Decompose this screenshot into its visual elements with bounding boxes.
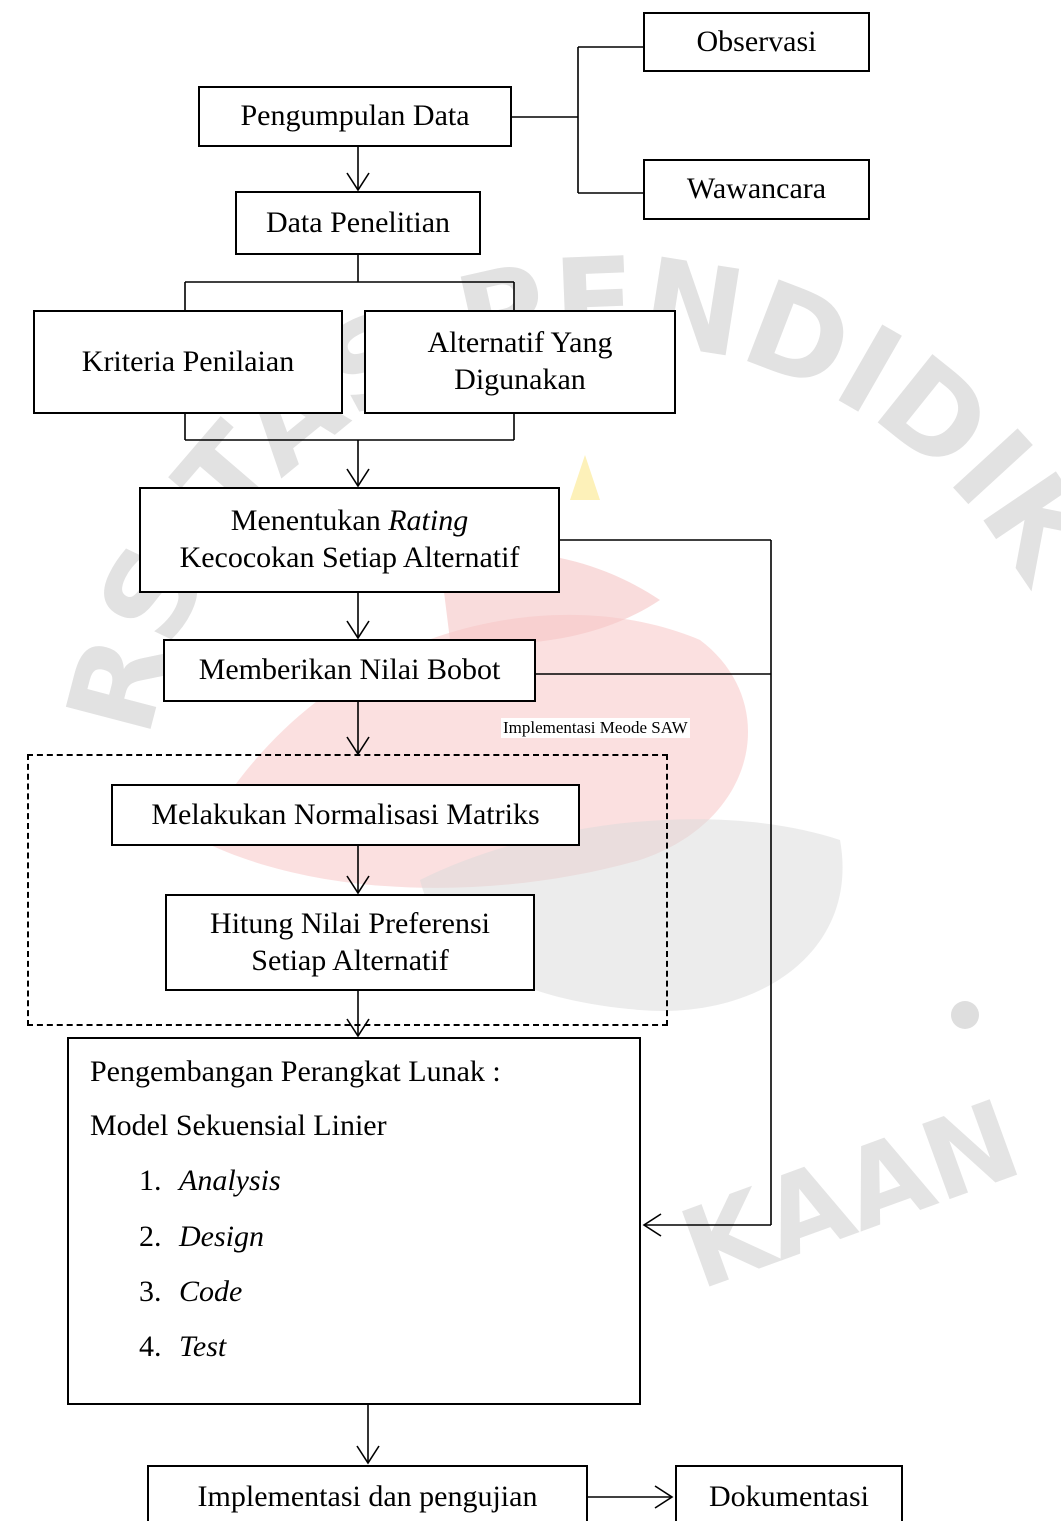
wawancara-box: Wawancara [643, 159, 870, 220]
rating-text: Menentukan Rating Kecocokan Setiap Alter… [180, 503, 520, 576]
development-model: Model Sekuensial Linier [90, 1109, 387, 1142]
development-title: Pengembangan Perangkat Lunak : [90, 1055, 501, 1088]
rating-line-1: Menentukan Rating [180, 503, 520, 540]
pengumpulan-data-box: Pengumpulan Data [198, 86, 512, 147]
observasi-box: Observasi [643, 12, 870, 72]
dokumentasi-box: Dokumentasi [675, 1465, 903, 1521]
rating-prefix: Menentukan [230, 504, 389, 538]
alternatif-box: Alternatif Yang Digunakan [364, 310, 676, 414]
preferensi-text: Hitung Nilai Preferensi Setiap Alternati… [210, 906, 490, 979]
arrowhead-2 [346, 468, 370, 488]
step-2-label: Design [179, 1220, 264, 1253]
step-4-number: 4. [139, 1330, 162, 1363]
pengumpulan-data-label: Pengumpulan Data [240, 99, 470, 133]
arrowhead-5 [346, 875, 370, 895]
normalisasi-box: Melakukan Normalisasi Matriks [111, 784, 580, 846]
step-3-number: 3. [139, 1275, 162, 1308]
step-1-number: 1. [139, 1164, 162, 1197]
arrowhead-7 [642, 1213, 662, 1237]
step-3-label: Code [179, 1275, 243, 1308]
step-4-label: Test [179, 1330, 227, 1363]
implementasi-label: Implementasi dan pengujian [197, 1480, 538, 1514]
step-1-label: Analysis [179, 1164, 281, 1197]
nilai-bobot-label: Memberikan Nilai Bobot [198, 653, 501, 687]
arrowhead-8 [356, 1445, 380, 1465]
saw-group-label: Implementasi Meode SAW [501, 718, 690, 738]
development-box: Pengembangan Perangkat Lunak : Model Sek… [67, 1037, 641, 1405]
normalisasi-label: Melakukan Normalisasi Matriks [151, 797, 540, 831]
step-1: 1. Analysis [139, 1164, 281, 1198]
implementasi-box: Implementasi dan pengujian [147, 1465, 588, 1521]
step-3: 3. Code [139, 1275, 242, 1309]
arrowhead-1 [346, 172, 370, 192]
kriteria-penilaian-label: Kriteria Penilaian [81, 344, 295, 378]
alternatif-text: Alternatif Yang Digunakan [428, 325, 613, 398]
data-penelitian-label: Data Penelitian [265, 205, 451, 239]
preferensi-line-1: Hitung Nilai Preferensi [210, 906, 490, 940]
kriteria-penilaian-box: Kriteria Penilaian [33, 310, 343, 414]
arrowhead-3 [346, 620, 370, 640]
arrowhead-9 [654, 1485, 674, 1509]
rating-box: Menentukan Rating Kecocokan Setiap Alter… [139, 487, 560, 593]
data-penelitian-box: Data Penelitian [235, 191, 481, 255]
rating-italic: Rating [388, 504, 469, 538]
alternatif-line-2: Digunakan [454, 363, 586, 396]
observasi-label: Observasi [696, 24, 817, 58]
preferensi-box: Hitung Nilai Preferensi Setiap Alternati… [165, 894, 535, 991]
preferensi-line-2: Setiap Alternatif [251, 943, 449, 977]
step-2: 2. Design [139, 1220, 264, 1254]
nilai-bobot-box: Memberikan Nilai Bobot [163, 639, 536, 702]
dokumentasi-label: Dokumentasi [709, 1480, 869, 1514]
saw-group-frame [27, 754, 668, 1026]
wawancara-label: Wawancara [686, 172, 827, 206]
alternatif-line-1: Alternatif Yang [427, 326, 613, 360]
step-4: 4. Test [139, 1330, 226, 1364]
step-2-number: 2. [139, 1220, 162, 1253]
rating-line-2: Kecocokan Setiap Alternatif [179, 541, 520, 574]
seal-dot [951, 1001, 979, 1029]
seal-flame-yellow [570, 455, 600, 500]
